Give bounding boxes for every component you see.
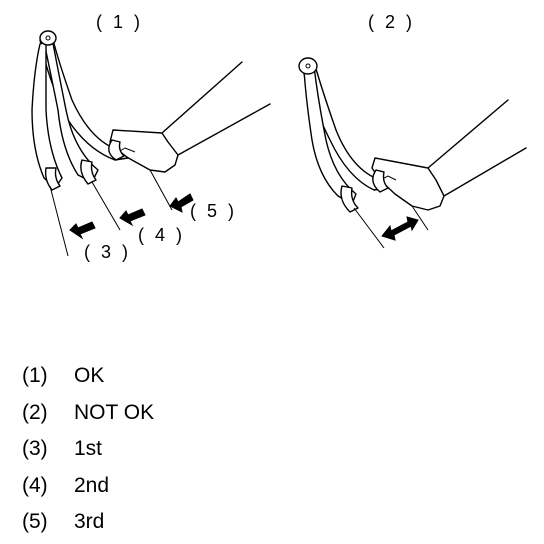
legend-text-1: OK: [74, 364, 105, 388]
legend-item-3: (3) 1st: [22, 431, 154, 468]
arrow-1st: [69, 221, 96, 240]
leg-upper-line-1: [161, 61, 243, 134]
leg-lower-line-1: [177, 103, 271, 156]
arrow-3rd: [169, 193, 194, 213]
legend-num-5: (5): [22, 510, 48, 534]
legend-num-3: (3): [22, 437, 48, 461]
callout-4: ( 4 ): [138, 225, 185, 245]
panel-1-drawing: ( 3 ) ( 4 ) ( 5 ): [31, 30, 271, 262]
legend-item-5: (5) 3rd: [22, 504, 154, 541]
legend-num-4: (4): [22, 473, 48, 497]
legend-text-2: NOT OK: [74, 400, 155, 424]
callout-3: ( 3 ): [84, 242, 131, 262]
leg-lower-line-2: [443, 147, 527, 197]
legend-num-1: (1): [22, 364, 48, 388]
pedal-position-2: [43, 37, 99, 183]
leg-upper-line-2: [427, 99, 509, 169]
panel-2-label: ( 2 ): [368, 12, 415, 32]
pivot-2: [298, 57, 318, 75]
legend: (1) OK (2) NOT OK (3) 1st (4) 2nd (5) 3r…: [22, 358, 154, 541]
legend-text-4: 2nd: [74, 473, 110, 497]
arrow-2nd: [119, 208, 146, 227]
legend-num-2: (2): [22, 400, 48, 424]
panel-2-drawing: [298, 57, 527, 249]
panel-1-label: ( 1 ): [96, 12, 143, 32]
legend-item-4: (4) 2nd: [22, 468, 154, 505]
gap-arrow: [381, 216, 419, 241]
legend-text-3: 1st: [74, 437, 103, 461]
pedal-diagram: ( 1 ) ( 2 ) ( 3 ) ( 4 ) ( 5 ): [31, 12, 527, 262]
legend-item-1: (1) OK: [22, 358, 154, 395]
pivot-1: [39, 30, 57, 46]
legend-item-2: (2) NOT OK: [22, 395, 154, 432]
legend-text-5: 3rd: [74, 510, 105, 534]
callout-5: ( 5 ): [190, 201, 237, 221]
pedal-position-b: [303, 65, 357, 205]
